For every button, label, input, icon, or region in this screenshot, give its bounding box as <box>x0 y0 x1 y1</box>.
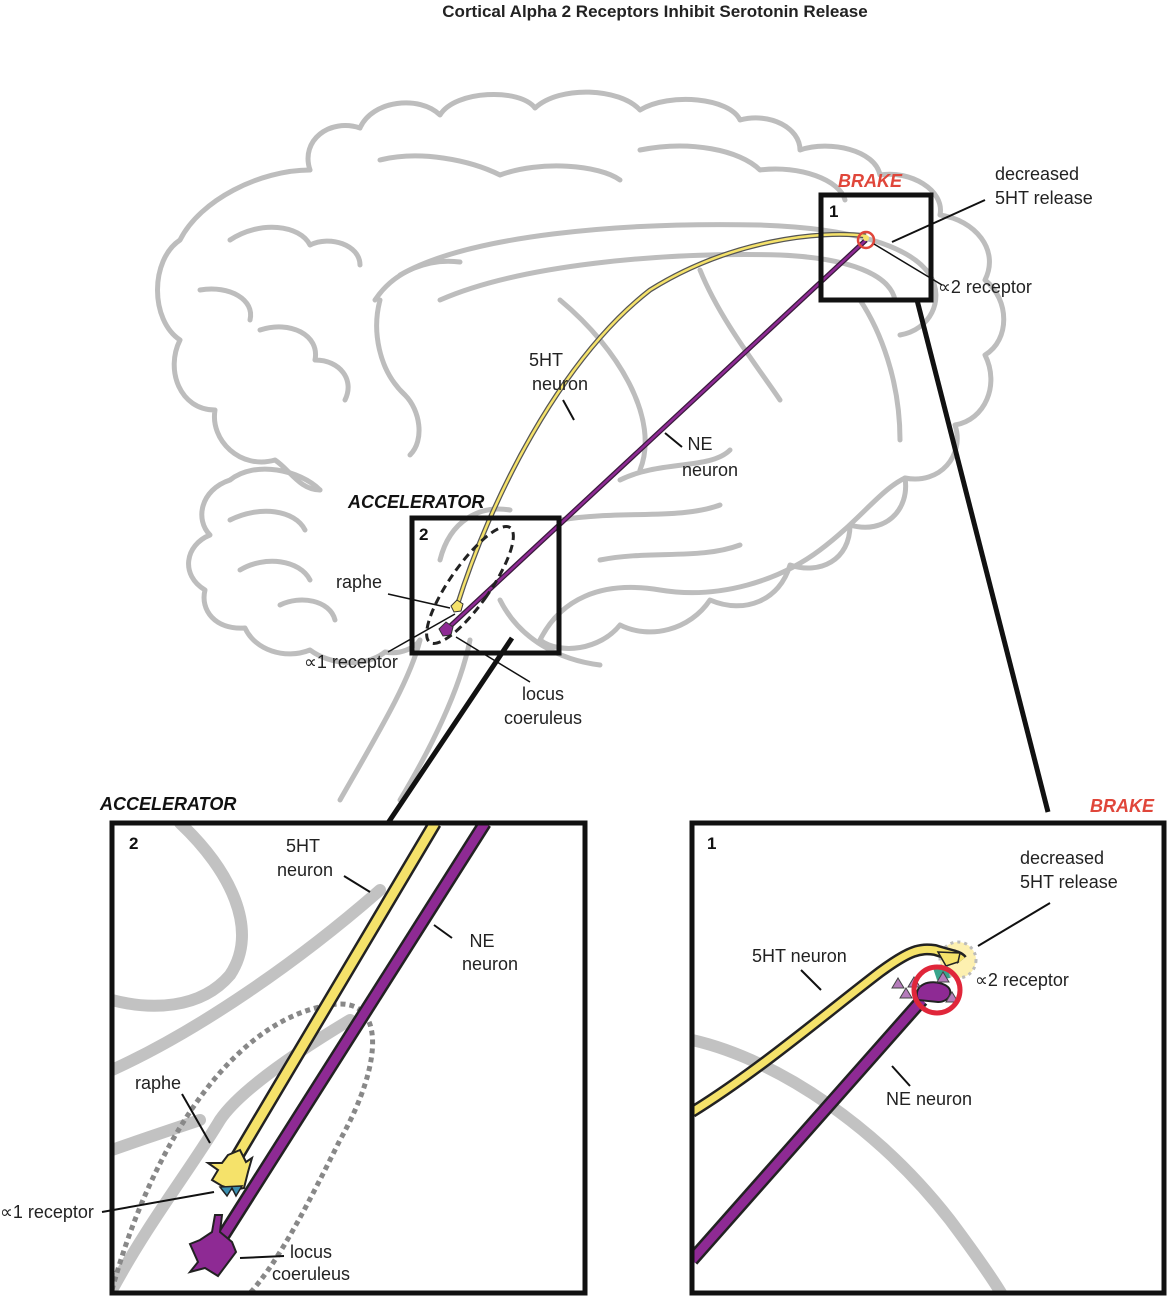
figure-title: Cortical Alpha 2 Receptors Inhibit Serot… <box>442 2 867 21</box>
corpus-callosum <box>397 222 939 338</box>
brake-panel-header: BRAKE <box>1090 796 1155 816</box>
cerebellum-outline <box>186 466 423 666</box>
accelerator-locus-line2: coeruleus <box>272 1264 350 1284</box>
brake-decreased-line2: 5HT release <box>1020 872 1118 892</box>
accelerator-alpha1-receptor <box>218 1185 244 1198</box>
overview-decreased-line2: 5HT release <box>995 188 1093 208</box>
accelerator-5ht-line1: 5HT <box>286 836 320 856</box>
accelerator-panel-header: ACCELERATOR <box>99 794 236 814</box>
overview-alpha2-site <box>856 230 876 250</box>
brain-outline <box>155 89 1007 803</box>
overview-accelerator-box-number: 2 <box>419 525 428 544</box>
accelerator-locus-line1: locus <box>290 1242 332 1262</box>
overview-ne-line1: NE <box>687 434 712 454</box>
accelerator-panel <box>109 820 588 1296</box>
brake-alpha2-label: ∝2 receptor <box>975 970 1069 990</box>
overview-locus-line1: locus <box>522 684 564 704</box>
accelerator-ne-line2: neuron <box>462 954 518 974</box>
overview-decreased-line1: decreased <box>995 164 1079 184</box>
accelerator-panel-box-number: 2 <box>129 834 138 853</box>
brake-ne-terminal <box>915 981 952 1004</box>
overview-alpha1-label: ∝1 receptor <box>304 652 398 672</box>
accelerator-ne-line1: NE <box>469 931 494 951</box>
overview-ne-neuron <box>444 238 868 632</box>
overview-brainstem-region <box>425 525 515 645</box>
brake-5ht-terminal <box>936 951 961 967</box>
overview-alpha2-label: ∝2 receptor <box>938 277 1032 297</box>
brake-decreased-line1: decreased <box>1020 848 1104 868</box>
brake-panel <box>689 820 1167 1296</box>
overview-brake-box <box>818 192 934 303</box>
accelerator-zoom-connector <box>385 636 515 825</box>
overview-accelerator-box <box>409 515 562 656</box>
overview-locus-cell <box>438 621 454 637</box>
overview-5ht-neuron <box>454 231 867 607</box>
overview-5ht-line2: neuron <box>532 374 588 394</box>
brake-ne-label: NE neuron <box>886 1089 972 1109</box>
overview-raphe-cell <box>450 599 464 613</box>
overview-raphe-label: raphe <box>336 572 382 592</box>
overview-ne-line2: neuron <box>682 460 738 480</box>
overview-brake-box-number: 1 <box>829 202 838 221</box>
brake-zoom-connector <box>914 299 1051 813</box>
accelerator-locus-cell <box>187 1214 238 1278</box>
brake-panel-box-number: 1 <box>707 834 716 853</box>
overview-brake-label: BRAKE <box>838 171 903 191</box>
overview-locus-line2: coeruleus <box>504 708 582 728</box>
brake-circle <box>911 964 963 1016</box>
overview-5ht-line1: 5HT <box>529 350 563 370</box>
brake-5ht-label: 5HT neuron <box>752 946 847 966</box>
temporal-lobe <box>537 475 908 643</box>
accelerator-5ht-line2: neuron <box>277 860 333 880</box>
accelerator-alpha1-label: ∝1 receptor <box>0 1202 94 1222</box>
overview-accelerator-label: ACCELERATOR <box>347 492 484 512</box>
accelerator-raphe-label: raphe <box>135 1073 181 1093</box>
